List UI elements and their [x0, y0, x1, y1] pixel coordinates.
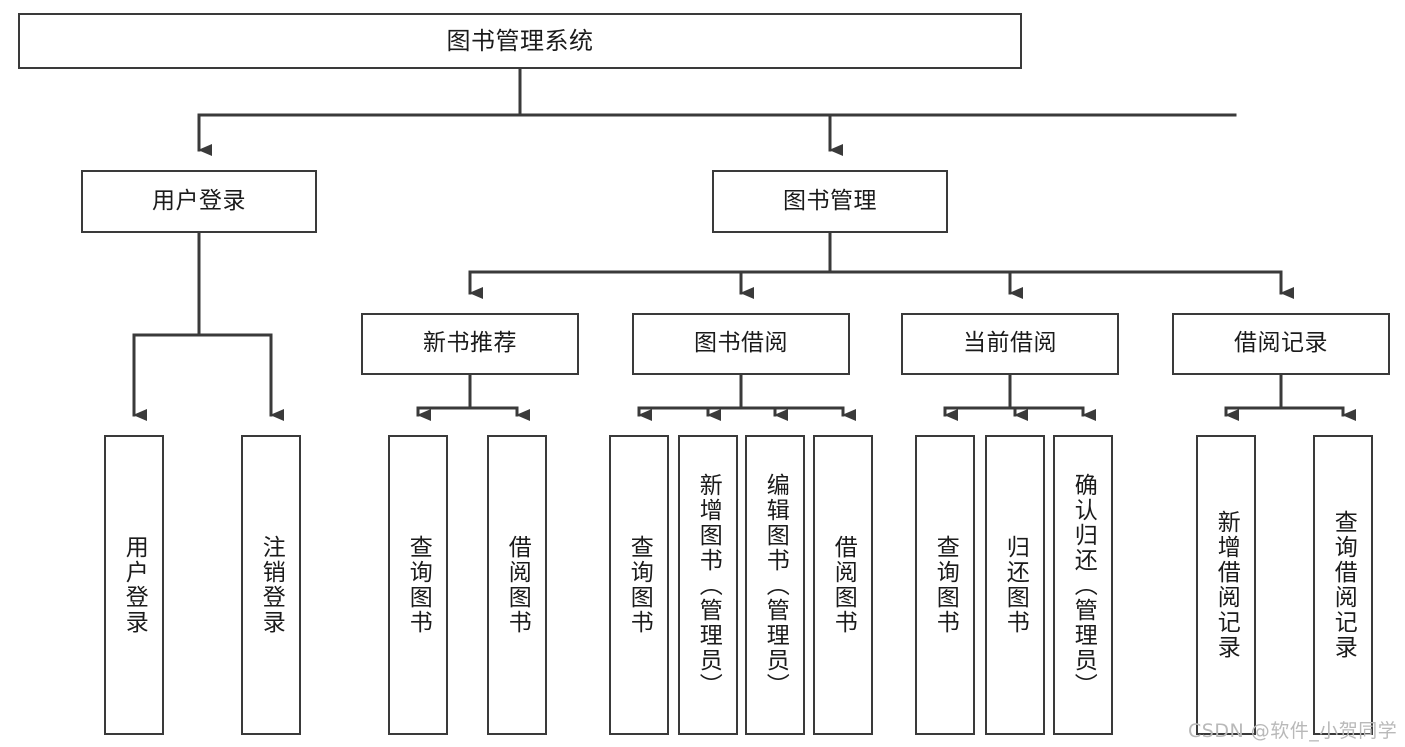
leaf-query-book-current[interactable]: 查询图书	[915, 435, 975, 735]
node-borrow-record[interactable]: 借阅记录	[1172, 313, 1390, 375]
leaf-add-book-admin[interactable]: 新增图书（管理员）	[678, 435, 738, 735]
leaf-return-book[interactable]: 归还图书	[985, 435, 1045, 735]
node-user-login[interactable]: 用户登录	[81, 170, 317, 233]
leaf-borrow-book[interactable]: 借阅图书	[813, 435, 873, 735]
leaf-query-borrow-record[interactable]: 查询借阅记录	[1313, 435, 1373, 735]
leaf-borrow-book-recommend[interactable]: 借阅图书	[487, 435, 547, 735]
leaf-logout-login[interactable]: 注销登录	[241, 435, 301, 735]
leaf-query-book-recommend[interactable]: 查询图书	[388, 435, 448, 735]
node-root[interactable]: 图书管理系统	[18, 13, 1022, 69]
node-book-borrow[interactable]: 图书借阅	[632, 313, 850, 375]
node-new-book-recommend[interactable]: 新书推荐	[361, 313, 579, 375]
node-current-borrow[interactable]: 当前借阅	[901, 313, 1119, 375]
leaf-confirm-return-admin[interactable]: 确认归还（管理员）	[1053, 435, 1113, 735]
leaf-query-book-borrow[interactable]: 查询图书	[609, 435, 669, 735]
watermark: CSDN @软件_小贺同学	[1188, 720, 1398, 742]
leaf-add-borrow-record[interactable]: 新增借阅记录	[1196, 435, 1256, 735]
leaf-user-login[interactable]: 用户登录	[104, 435, 164, 735]
node-book-management[interactable]: 图书管理	[712, 170, 948, 233]
leaf-edit-book-admin[interactable]: 编辑图书（管理员）	[745, 435, 805, 735]
